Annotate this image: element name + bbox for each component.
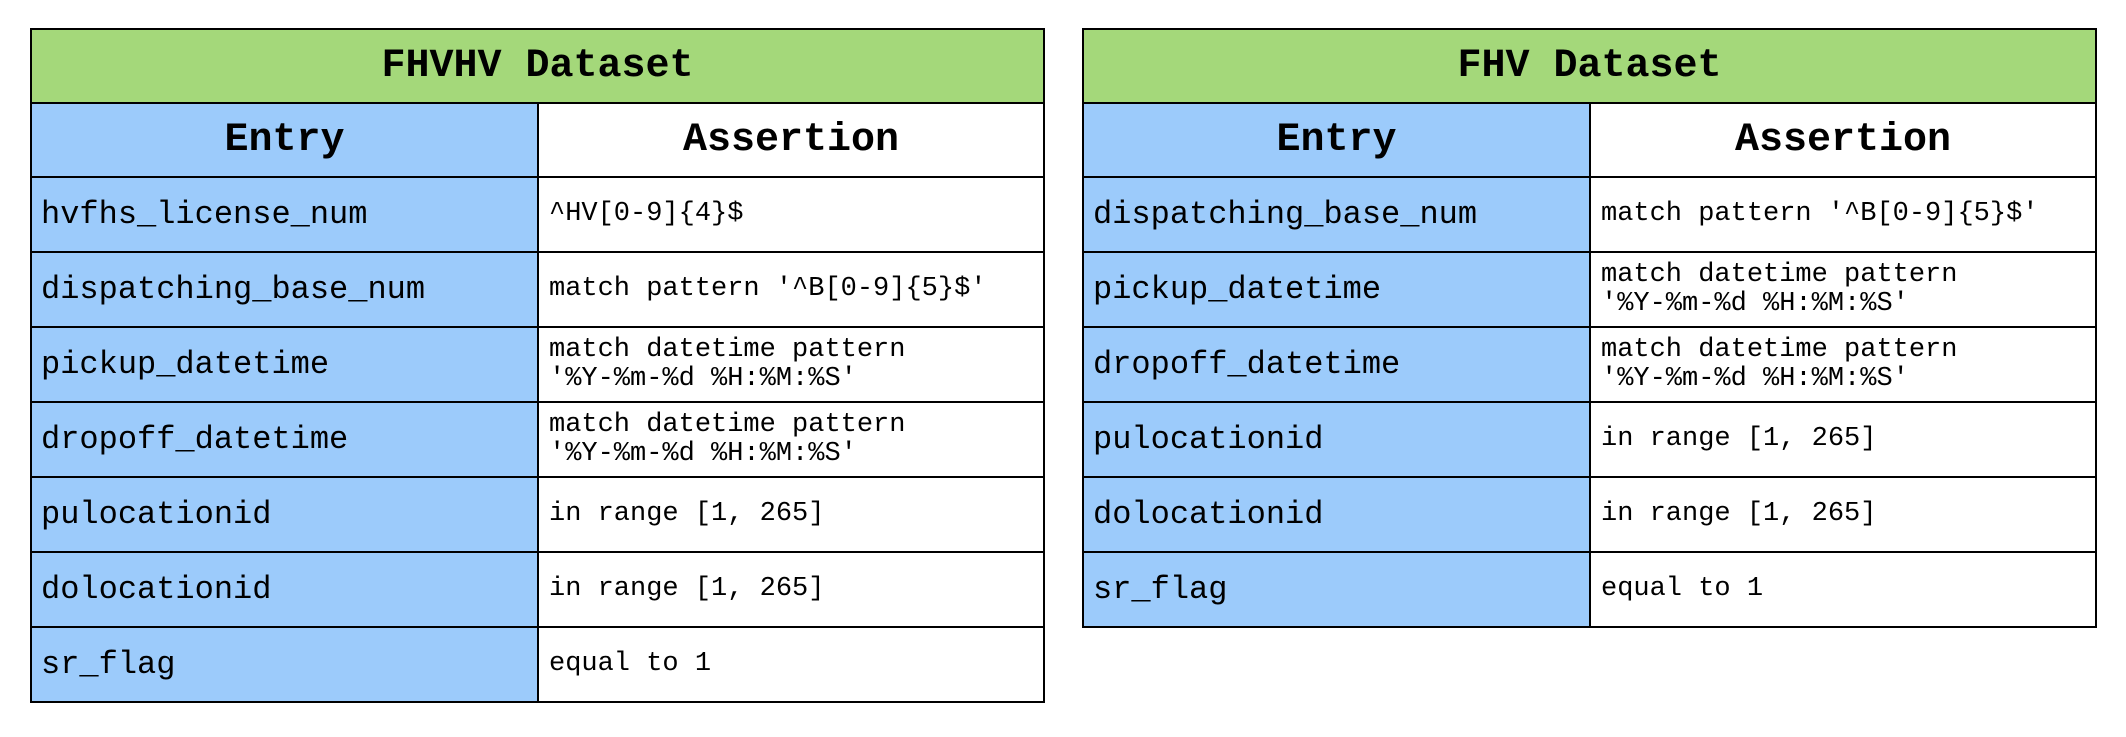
assertion-cell: ^HV[0-9]{4}$ xyxy=(537,176,1045,253)
entry-cell: pickup_datetime xyxy=(1082,251,1591,328)
entry-cell: pulocationid xyxy=(1082,401,1591,478)
entry-cell: dropoff_datetime xyxy=(30,401,539,478)
fhvhv-table-body: FHVHV Dataset Entry Assertion hvfhs_lice… xyxy=(30,28,1045,703)
entry-cell: dropoff_datetime xyxy=(1082,326,1591,403)
assertion-column-header: Assertion xyxy=(537,102,1045,178)
entry-cell: dolocationid xyxy=(1082,476,1591,553)
assertion-cell: match pattern '^B[0-9]{5}$' xyxy=(537,251,1045,328)
assertion-cell: match datetime pattern '%Y-%m-%d %H:%M:%… xyxy=(537,326,1045,403)
assertion-cell: match datetime pattern '%Y-%m-%d %H:%M:%… xyxy=(1589,326,2097,403)
entry-column-header: Entry xyxy=(30,102,539,178)
entry-cell: sr_flag xyxy=(30,626,539,703)
assertion-cell: equal to 1 xyxy=(1589,551,2097,628)
entry-column-header: Entry xyxy=(1082,102,1591,178)
table-title: FHV Dataset xyxy=(1082,28,2097,104)
assertion-cell: in range [1, 265] xyxy=(1589,401,2097,478)
assertion-cell: equal to 1 xyxy=(537,626,1045,703)
table-row: hvfhs_license_num^HV[0-9]{4}$ xyxy=(30,176,1045,253)
entry-cell: pulocationid xyxy=(30,476,539,553)
table-title: FHVHV Dataset xyxy=(30,28,1045,104)
assertion-cell: match datetime pattern '%Y-%m-%d %H:%M:%… xyxy=(1589,251,2097,328)
table-title-row: FHVHV Dataset xyxy=(30,28,1045,104)
table-title-row: FHV Dataset xyxy=(1082,28,2097,104)
assertion-column-header: Assertion xyxy=(1589,102,2097,178)
entry-cell: hvfhs_license_num xyxy=(30,176,539,253)
table-header-row: Entry Assertion xyxy=(1082,102,2097,178)
assertion-cell: in range [1, 265] xyxy=(1589,476,2097,553)
entry-cell: sr_flag xyxy=(1082,551,1591,628)
entry-cell: dispatching_base_num xyxy=(30,251,539,328)
assertion-cell: match pattern '^B[0-9]{5}$' xyxy=(1589,176,2097,253)
table-header-row: Entry Assertion xyxy=(30,102,1045,178)
assertion-cell: match datetime pattern '%Y-%m-%d %H:%M:%… xyxy=(537,401,1045,478)
fhv-table: FHV Dataset Entry Assertion dispatching_… xyxy=(1082,28,2097,628)
entry-cell: pickup_datetime xyxy=(30,326,539,403)
assertion-cell: in range [1, 265] xyxy=(537,551,1045,628)
assertion-cell: in range [1, 265] xyxy=(537,476,1045,553)
fhv-table-body: FHV Dataset Entry Assertion dispatching_… xyxy=(1082,28,2097,628)
entry-cell: dolocationid xyxy=(30,551,539,628)
fhvhv-table: FHVHV Dataset Entry Assertion hvfhs_lice… xyxy=(30,28,1045,703)
entry-cell: dispatching_base_num xyxy=(1082,176,1591,253)
